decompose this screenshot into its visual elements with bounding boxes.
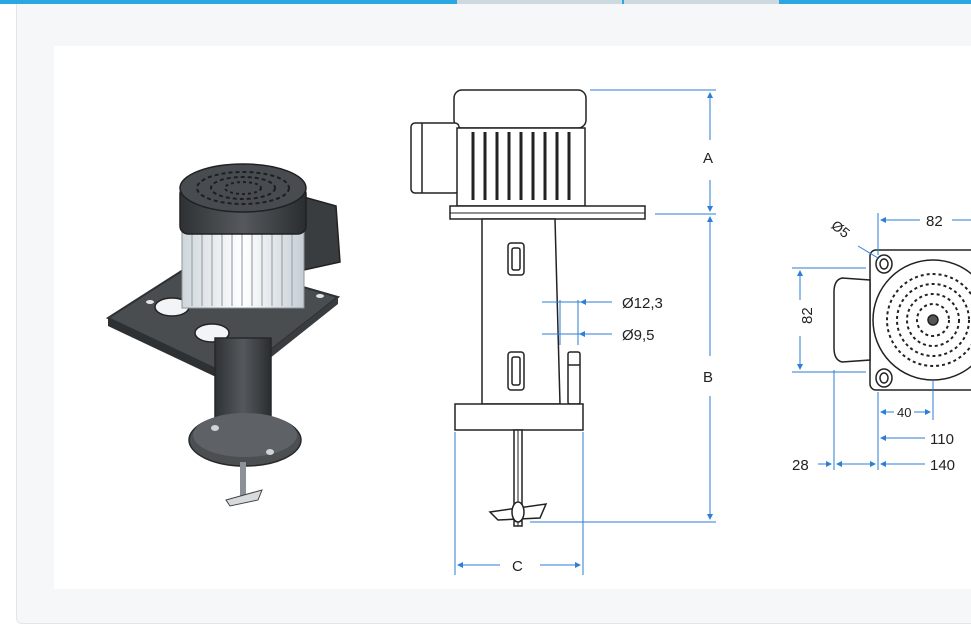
top-view-dimensions <box>792 213 971 470</box>
dimension-label-b: B <box>703 369 713 386</box>
top-view-drawing <box>833 249 971 391</box>
side-view-dimensions <box>454 89 716 575</box>
dimension-28-label: 28 <box>792 457 809 474</box>
dimension-110-label: 110 <box>930 431 954 448</box>
dimension-140-label: 140 <box>930 457 955 474</box>
dimension-40-label: 40 <box>897 405 911 420</box>
dimension-label-c: C <box>512 558 523 575</box>
outlet-inner-diameter: Ø9,5 <box>622 327 655 344</box>
pump-3d-illustration <box>105 163 341 507</box>
top-width-label: 82 <box>926 213 943 230</box>
dimension-label-a: A <box>703 150 713 167</box>
side-height-label: 82 <box>799 307 816 324</box>
side-view-drawing <box>410 89 646 527</box>
outlet-outer-diameter: Ø12,3 <box>622 295 663 312</box>
hole-diameter-label: Ø5 <box>828 217 853 241</box>
